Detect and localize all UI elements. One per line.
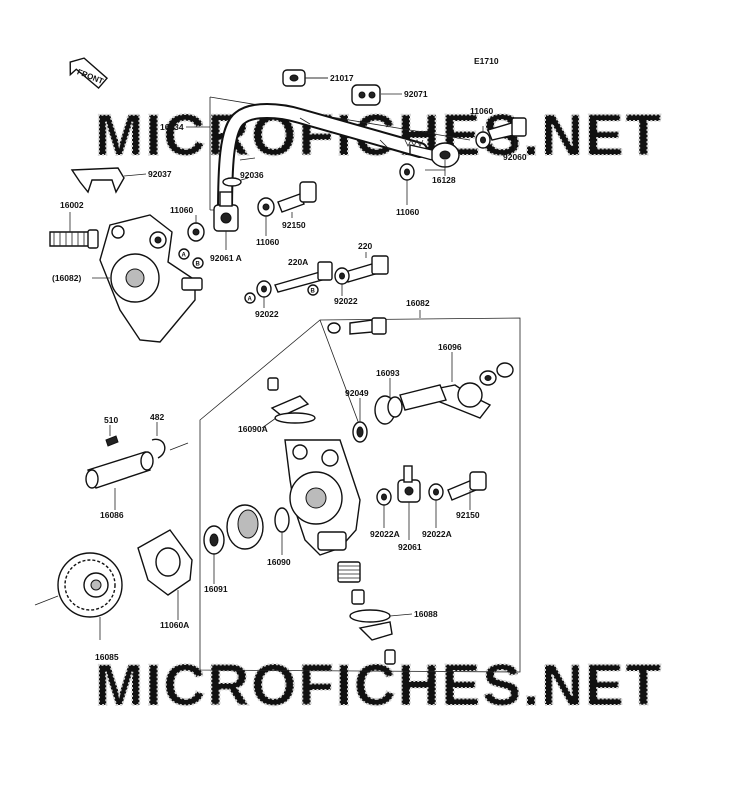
spring-lower <box>337 561 361 583</box>
oil-pump-assembly-16082 <box>99 214 203 343</box>
label-16093: 16093 <box>376 368 400 378</box>
label-92022-right: 92022 <box>334 296 358 306</box>
label-16134: 16134 <box>160 122 184 132</box>
shaft-16086 <box>85 451 154 489</box>
washer-11060-mid <box>257 197 275 217</box>
banjo-fitting-92061a <box>213 191 239 232</box>
label-92022a-left: 92022A <box>370 529 400 539</box>
label-510: 510 <box>104 415 118 425</box>
label-220: 220 <box>358 241 372 251</box>
spring-92036-right <box>404 139 424 147</box>
label-11060-top: 11060 <box>470 106 493 116</box>
label-92060: 92060 <box>503 152 527 162</box>
label-92061a: 92061 A <box>210 253 242 263</box>
plug-16088 <box>349 589 396 665</box>
pump-body <box>284 439 361 556</box>
diagram-code: E1710 <box>474 56 499 66</box>
label-92036-right: 92036 <box>410 129 434 139</box>
label-16128: 16128 <box>432 175 456 185</box>
washer-11060-left <box>187 222 205 242</box>
washer-11060-right <box>475 131 491 149</box>
bolt-92060 <box>487 117 527 141</box>
watermark-bottom: MICROFICHES.NET <box>95 653 663 718</box>
washer-92022a-left <box>376 488 392 506</box>
washer-92022a-right <box>428 483 444 501</box>
rotor-16091 <box>203 504 264 555</box>
pin-510 <box>105 435 119 447</box>
label-92061: 92061 <box>398 542 422 552</box>
clamp-92036-left <box>222 177 242 187</box>
seal-16093 <box>374 395 403 425</box>
label-92071: 92071 <box>404 89 428 99</box>
marker-a-left: A <box>178 248 190 260</box>
label-92022-left: 92022 <box>255 309 279 319</box>
washer-92022-right <box>334 267 350 285</box>
label-16085: 16085 <box>95 652 119 662</box>
svg-text:A: A <box>182 253 187 259</box>
cover-16090a <box>267 377 316 424</box>
oil-hose-16134 <box>217 103 428 223</box>
clip-92037 <box>70 167 147 194</box>
label-11060-right: 11060 <box>396 207 419 217</box>
bolt-92150-lower <box>447 471 487 501</box>
relief-valve-16002 <box>49 229 99 249</box>
label-92150-upper: 92150 <box>282 220 306 230</box>
gear-16085 <box>57 552 123 618</box>
oil-seal-92049 <box>352 421 368 443</box>
label-92150-lower: 92150 <box>456 510 480 520</box>
label-16082: 16082 <box>406 298 430 308</box>
label-11060a: 11060A <box>160 620 189 630</box>
label-92022a-right: 92022A <box>422 529 452 539</box>
svg-text:B: B <box>196 262 201 268</box>
bolt-220 <box>344 255 389 283</box>
banjo-fitting-16128 <box>409 142 460 168</box>
o-ring-16090 <box>274 507 290 533</box>
label-11060-left: 11060 <box>170 205 193 215</box>
label-220a: 220A <box>288 257 308 267</box>
valve-16096 <box>399 362 514 419</box>
marker-b-right: B <box>307 284 319 296</box>
bolt-92150-upper <box>277 181 317 213</box>
label-16090a: 16090A <box>238 424 268 434</box>
marker-b-left: B <box>192 257 204 269</box>
washer-11060-lower <box>399 163 415 181</box>
fitting-92061 <box>397 465 421 503</box>
front-arrow-icon: FRONT <box>69 57 109 90</box>
screw-with-washer <box>327 317 387 335</box>
label-16088: 16088 <box>414 609 438 619</box>
label-16082-paren: (16082) <box>52 273 81 283</box>
label-92036-left: 92036 <box>240 170 264 180</box>
svg-text:A: A <box>248 297 253 303</box>
svg-text:B: B <box>311 289 316 295</box>
label-92037: 92037 <box>148 169 172 179</box>
marker-a-right: A <box>244 292 256 304</box>
gasket-11060a <box>137 529 193 596</box>
label-16090: 16090 <box>267 557 291 567</box>
label-92049: 92049 <box>345 388 369 398</box>
label-21017: 21017 <box>330 73 354 83</box>
label-11060-mid: 11060 <box>256 237 279 247</box>
circlip-482 <box>151 438 166 459</box>
washer-92022-left <box>256 280 272 298</box>
grommet-21017 <box>282 69 306 87</box>
label-482: 482 <box>150 412 164 422</box>
label-16086: 16086 <box>100 510 124 520</box>
label-16096: 16096 <box>438 342 462 352</box>
leader-lines <box>69 77 516 620</box>
grommet-92071 <box>351 84 381 106</box>
assembly-16082-outline <box>199 317 521 673</box>
label-16002: 16002 <box>60 200 84 210</box>
label-16091: 16091 <box>204 584 228 594</box>
bolt-220a <box>274 261 333 293</box>
